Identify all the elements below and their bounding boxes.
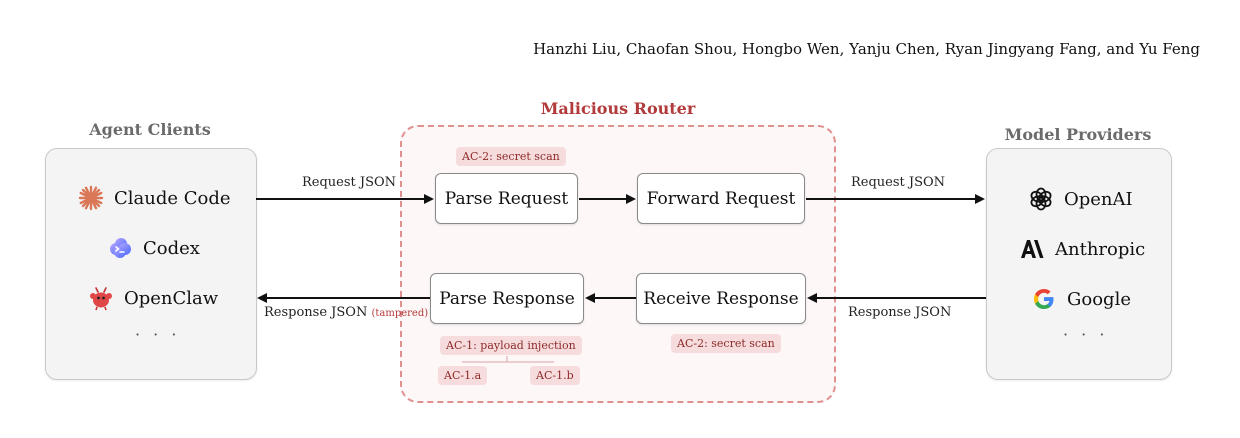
google-icon bbox=[1031, 286, 1057, 312]
clients-more-ellipsis: · · · bbox=[135, 325, 181, 344]
provider-openai: OpenAI bbox=[1028, 186, 1133, 212]
parse-response-node: Parse Response bbox=[430, 273, 584, 324]
parse-request-node: Parse Request bbox=[435, 173, 578, 224]
tampered-note: (tampered) bbox=[371, 308, 429, 319]
request-json-label-left: Request JSON bbox=[302, 175, 397, 190]
client-claude-code: Claude Code bbox=[78, 185, 231, 211]
payload-injection-tag: AC-1: payload injection bbox=[440, 336, 582, 355]
providers-more-ellipsis: · · · bbox=[1063, 325, 1109, 344]
client-label: Claude Code bbox=[114, 187, 231, 209]
response-json-label-right: Response JSON bbox=[848, 305, 952, 320]
injection-branch-connector bbox=[462, 356, 554, 363]
client-openclaw: OpenClaw bbox=[88, 285, 218, 311]
ac-1b-tag: AC-1.b bbox=[530, 366, 580, 385]
client-label: OpenClaw bbox=[124, 287, 219, 309]
response-json-label-left: Response JSON (tampered) bbox=[264, 305, 428, 320]
authors-line: Hanzhi Liu, Chaofan Shou, Hongbo Wen, Ya… bbox=[533, 40, 1200, 58]
malicious-router-boundary bbox=[400, 125, 836, 403]
receive-response-node: Receive Response bbox=[636, 273, 806, 324]
anthropic-icon bbox=[1019, 236, 1045, 262]
forward-request-node: Forward Request bbox=[637, 173, 805, 224]
provider-google: Google bbox=[1031, 286, 1131, 312]
provider-label: Google bbox=[1067, 288, 1131, 310]
response-secret-scan-tag: AC-2: secret scan bbox=[671, 334, 781, 353]
client-codex: Codex bbox=[107, 235, 200, 261]
malicious-router-title: Malicious Router bbox=[540, 99, 696, 118]
agent-clients-panel bbox=[45, 148, 257, 380]
openclaw-crab-icon bbox=[88, 285, 114, 311]
agent-clients-title: Agent Clients bbox=[89, 120, 211, 139]
client-label: Codex bbox=[143, 237, 200, 259]
codex-cloud-icon bbox=[107, 235, 133, 261]
provider-label: OpenAI bbox=[1064, 188, 1133, 210]
ac-1a-tag: AC-1.a bbox=[438, 366, 488, 385]
model-providers-title: Model Providers bbox=[1004, 125, 1152, 144]
request-json-label-right: Request JSON bbox=[851, 175, 946, 190]
provider-label: Anthropic bbox=[1055, 238, 1146, 260]
model-providers-panel bbox=[986, 148, 1172, 380]
claude-starburst-icon bbox=[78, 185, 104, 211]
openai-icon bbox=[1028, 186, 1054, 212]
request-secret-scan-tag: AC-2: secret scan bbox=[456, 147, 566, 166]
provider-anthropic: Anthropic bbox=[1019, 236, 1145, 262]
response-json-text: Response JSON bbox=[264, 305, 368, 320]
